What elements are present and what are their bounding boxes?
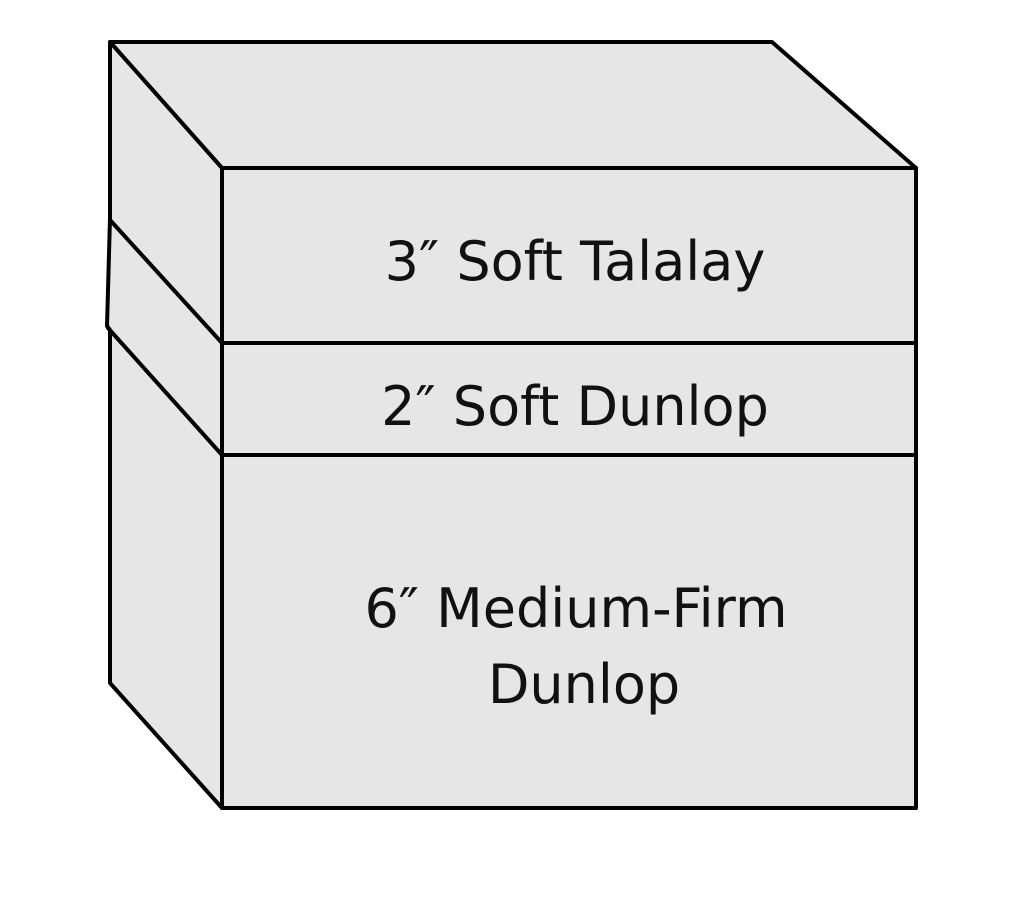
layer-label-top: 3″ Soft Talalay bbox=[385, 230, 766, 293]
layer-divider-1-side bbox=[108, 218, 224, 345]
layer-label-middle: 2″ Soft Dunlop bbox=[381, 375, 769, 438]
top-face bbox=[108, 40, 918, 170]
layer-label-bottom-line1: 6″ Medium-Firm bbox=[364, 577, 787, 640]
layer-label-bottom-line2: Dunlop bbox=[488, 653, 680, 716]
left-side-face bbox=[105, 40, 224, 810]
front-face bbox=[220, 166, 918, 810]
layer-divider-2-side bbox=[106, 326, 224, 457]
